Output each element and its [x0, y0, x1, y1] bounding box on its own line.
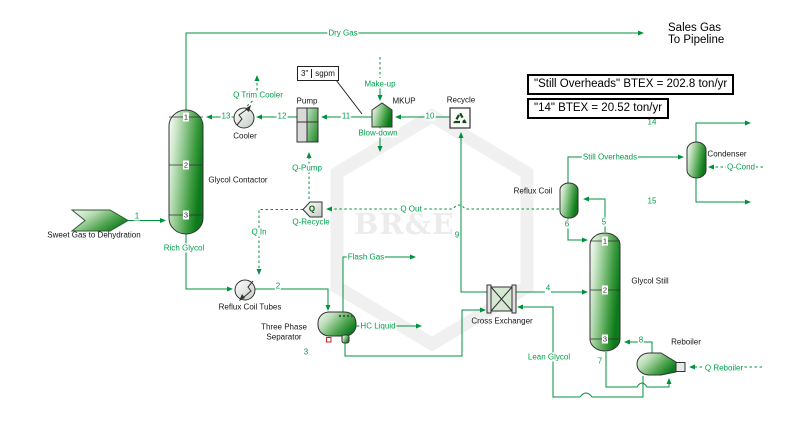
stream-label-make-up[interactable]: Make-up [363, 79, 397, 89]
stream-label-8[interactable]: 8 [637, 335, 645, 345]
stream-label-10[interactable]: 10 [424, 111, 436, 121]
separator-alert-indicator [326, 337, 332, 343]
glycol-contactor-column[interactable] [168, 109, 204, 235]
stream-label-2[interactable]: 2 [274, 281, 282, 291]
equipment-label-reflux-coil: Reflux Coil [513, 186, 553, 196]
q-recycle-splitter[interactable] [302, 201, 323, 218]
stream-label-12[interactable]: 12 [276, 111, 288, 121]
stream-label-1[interactable]: 1 [133, 211, 141, 221]
stream-line-3 [344, 307, 486, 357]
still-stage-1: 1 [601, 236, 609, 246]
equipment-label-cooler: Cooler [233, 131, 257, 141]
stream-label-11[interactable]: 11 [340, 111, 352, 121]
pump-rate-callout[interactable]: 3" sgpm [297, 66, 339, 81]
btex-annotation-stream14[interactable]: "14" BTEX = 20.52 ton/yr [527, 98, 670, 119]
three-phase-separator-vessel[interactable] [317, 311, 357, 344]
stream-line-5 [583, 196, 606, 232]
recycle-block[interactable] [449, 107, 471, 129]
stream-label-rich-glycol[interactable]: Rich Glycol [162, 243, 206, 253]
stream-line-flash-gas [342, 254, 416, 312]
pump-rate-value: 3" [301, 69, 309, 78]
contactor-stage-1: 1 [182, 112, 190, 122]
equipment-label-three-phase-line2: Separator [266, 332, 302, 342]
contactor-stage-2: 2 [182, 160, 190, 170]
pump-rate-unit: sgpm [311, 69, 338, 78]
equipment-label-cross-exchanger: Cross Exchanger [471, 316, 533, 326]
stream-line-6 [567, 218, 588, 243]
stream-label-blow-down[interactable]: Blow-down [357, 128, 399, 138]
equipment-label-condenser: Condenser [707, 149, 747, 159]
stream-label-dry-gas[interactable]: Dry Gas [327, 28, 359, 38]
reflux-coil-tubes-exchanger[interactable] [234, 279, 256, 301]
stream-label-hc-liquid[interactable]: HC Liquid [359, 321, 397, 331]
stream-label-13[interactable]: 13 [220, 111, 232, 121]
energy-label-q-cond[interactable]: Q-Cond [725, 162, 757, 172]
btex-annotation-still-overheads[interactable]: "Still Overheads" BTEX = 202.8 ton/yr [527, 74, 735, 95]
still-stage-3: 3 [601, 334, 609, 344]
pump-block[interactable] [296, 107, 319, 143]
reboiler-vessel[interactable] [636, 352, 686, 376]
equipment-label-recycle: Recycle [446, 95, 476, 105]
recycle-icon [453, 110, 467, 124]
stream-label-lean-glycol[interactable]: Lean Glycol [526, 352, 572, 362]
contactor-stage-3: 3 [182, 210, 190, 220]
stream-line-15 [695, 178, 751, 205]
stream-label-9[interactable]: 9 [453, 230, 461, 240]
equipment-label-glycol-contactor: Glycol Contactor [208, 175, 268, 185]
stream-label-15[interactable]: 15 [646, 196, 658, 206]
condenser-vessel[interactable] [686, 141, 707, 179]
energy-label-q-in[interactable]: Q In [250, 227, 268, 237]
energy-label-q-pump[interactable]: Q-Pump [291, 163, 323, 173]
equipment-label-pump: Pump [296, 96, 318, 106]
equipment-label-reboiler: Reboiler [671, 337, 701, 347]
stream-label-sweet-gas[interactable]: Sweet Gas to Dehydration [47, 230, 141, 240]
brand-watermark-hexagon [330, 108, 534, 352]
energy-line-q-out [326, 204, 559, 212]
q-recycle-symbol-letter: Q [308, 204, 316, 214]
sales-gas-text-line2: To Pipeline [668, 34, 725, 46]
stream-label-still-overheads[interactable]: Still Overheads [581, 152, 639, 162]
stream-label-5[interactable]: 5 [600, 217, 608, 227]
sweet-gas-inlet-symbol[interactable] [70, 209, 129, 232]
reflux-coil-vessel[interactable] [559, 182, 579, 219]
stream-line-lean-glycol [517, 304, 644, 398]
stream-label-flash-gas[interactable]: Flash Gas [346, 252, 386, 262]
equipment-label-reflux-coil-tubes: Reflux Coil Tubes [218, 302, 282, 312]
stream-line-dry-gas [185, 30, 644, 110]
stream-label-7[interactable]: 7 [596, 356, 604, 366]
stream-line-14 [695, 120, 751, 142]
equipment-label-glycol-still: Glycol Still [631, 276, 669, 286]
cross-exchanger-block[interactable] [486, 284, 517, 314]
stream-line-still-overheads [567, 154, 684, 183]
callout-leader-line [335, 79, 363, 115]
energy-label-q-out[interactable]: Q Out [399, 204, 423, 214]
stream-line-7 [605, 352, 672, 388]
still-stage-2: 2 [601, 285, 609, 295]
sales-gas-text-line1: Sales Gas [668, 22, 722, 34]
energy-label-q-reboiler[interactable]: Q Reboiler [703, 363, 745, 373]
mkup-makeup-block[interactable] [371, 102, 393, 128]
equipment-label-three-phase-line1: Three Phase [261, 322, 307, 332]
stream-line-rich-glycol [185, 234, 233, 292]
stream-label-3[interactable]: 3 [302, 347, 310, 357]
stream-label-6[interactable]: 6 [563, 219, 571, 229]
energy-label-q-recycle[interactable]: Q-Recycle [291, 217, 331, 227]
stream-label-14[interactable]: 14 [646, 117, 658, 127]
cooler-exchanger[interactable] [233, 105, 255, 129]
stream-line-8 [624, 339, 653, 353]
stream-line-9 [458, 132, 490, 293]
equipment-label-mkup: MKUP [392, 96, 416, 106]
energy-label-q-trim-cooler[interactable]: Q Trim Cooler [232, 90, 284, 100]
stream-label-4[interactable]: 4 [544, 283, 552, 293]
